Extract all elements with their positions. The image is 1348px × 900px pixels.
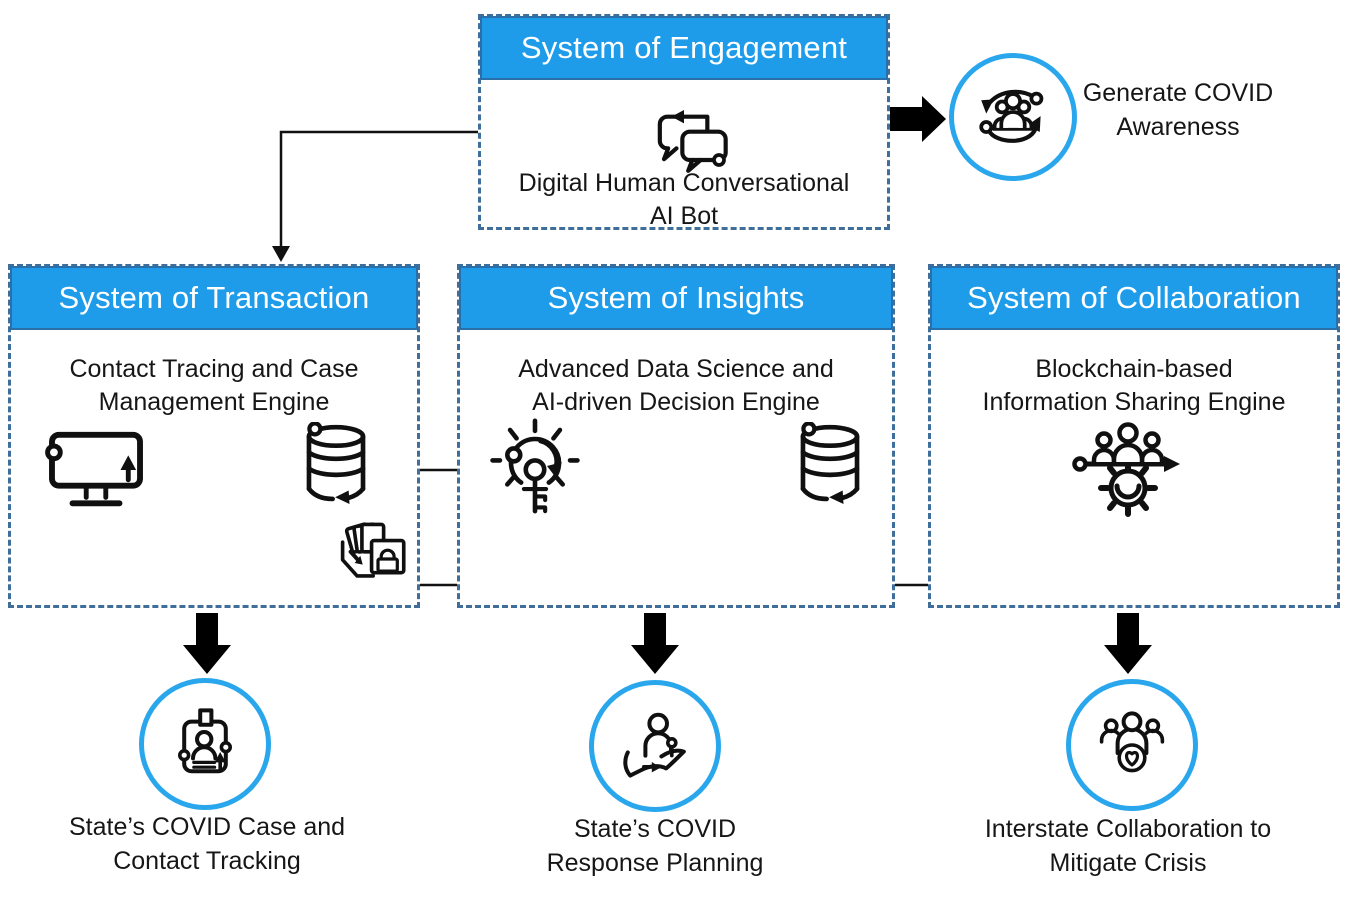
system-of-collaboration-title: System of Collaboration	[967, 280, 1301, 315]
thick-arrow-down-collaboration	[1104, 613, 1152, 674]
thick-arrow-down-transaction	[183, 613, 231, 674]
secure-files-icon	[336, 518, 420, 592]
transaction-caption-line2: Management Engine	[98, 388, 330, 416]
system-of-transaction-header: System of Transaction	[10, 266, 418, 330]
case-tracking-label-line1: State’s COVID Case and	[68, 813, 346, 841]
interstate-collaboration-label: Interstate Collaboration to Mitigate Cri…	[958, 812, 1298, 880]
system-of-insights-header: System of Insights	[459, 266, 893, 330]
database-icon	[298, 422, 374, 510]
chat-bubbles-icon	[633, 99, 745, 181]
people-sync-icon	[967, 75, 1059, 159]
transaction-caption-line1: Contact Tracing and Case	[69, 355, 359, 383]
database-icon-insights	[792, 422, 868, 510]
awareness-label-line2: Awareness	[1116, 113, 1240, 141]
interstate-collaboration-label-line2: Mitigate Crisis	[1049, 849, 1207, 877]
interstate-collaboration-circle	[1066, 679, 1198, 811]
person-care-icon	[615, 706, 695, 786]
collaboration-caption-line2: Information Sharing Engine	[982, 388, 1286, 416]
engagement-caption: Digital Human Conversational AI Bot	[481, 167, 887, 233]
awareness-label: Generate COVID Awareness	[1078, 76, 1278, 144]
community-heart-icon	[1092, 705, 1172, 785]
response-planning-label-line2: Response Planning	[546, 849, 764, 877]
engagement-caption-line2: AI Bot	[649, 202, 719, 230]
insights-caption-line1: Advanced Data Science and	[518, 355, 834, 383]
awareness-circle	[949, 53, 1077, 181]
thick-arrow-right-awareness	[888, 96, 946, 142]
insights-caption: Advanced Data Science and AI-driven Deci…	[460, 353, 892, 419]
id-badge-icon	[165, 702, 245, 786]
insights-caption-line2: AI-driven Decision Engine	[532, 388, 820, 416]
response-planning-label: State’s COVID Response Planning	[505, 812, 805, 880]
awareness-label-line1: Generate COVID	[1082, 79, 1274, 107]
system-of-engagement-title: System of Engagement	[520, 30, 848, 65]
system-of-insights-box: System of Insights Advanced Data Science…	[457, 264, 895, 608]
system-of-engagement-header: System of Engagement	[480, 16, 888, 80]
response-planning-circle	[589, 680, 721, 812]
interstate-collaboration-label-line1: Interstate Collaboration to	[984, 815, 1272, 843]
thick-arrow-down-insights	[631, 613, 679, 674]
arrowhead-into-transaction	[272, 246, 290, 262]
monitor-icon	[42, 425, 150, 515]
case-tracking-label: State’s COVID Case and Contact Tracking	[47, 810, 367, 878]
arrow-engagement-to-transaction	[279, 130, 478, 248]
system-of-engagement-box: System of Engagement Digital Human Conve…	[478, 14, 890, 230]
system-of-collaboration-header: System of Collaboration	[930, 266, 1338, 330]
system-of-insights-title: System of Insights	[547, 280, 805, 315]
case-tracking-label-line2: Contact Tracking	[113, 847, 301, 875]
people-gear-icon	[1072, 420, 1184, 520]
collaboration-caption: Blockchain-based Information Sharing Eng…	[931, 353, 1337, 419]
case-tracking-circle	[139, 678, 271, 810]
system-of-transaction-title: System of Transaction	[58, 280, 370, 315]
idea-key-icon	[487, 418, 583, 525]
collaboration-caption-line1: Blockchain-based	[1035, 355, 1233, 383]
response-planning-label-line1: State’s COVID	[573, 815, 737, 843]
transaction-caption: Contact Tracing and Case Management Engi…	[11, 353, 417, 419]
engagement-caption-line1: Digital Human Conversational	[518, 169, 850, 197]
